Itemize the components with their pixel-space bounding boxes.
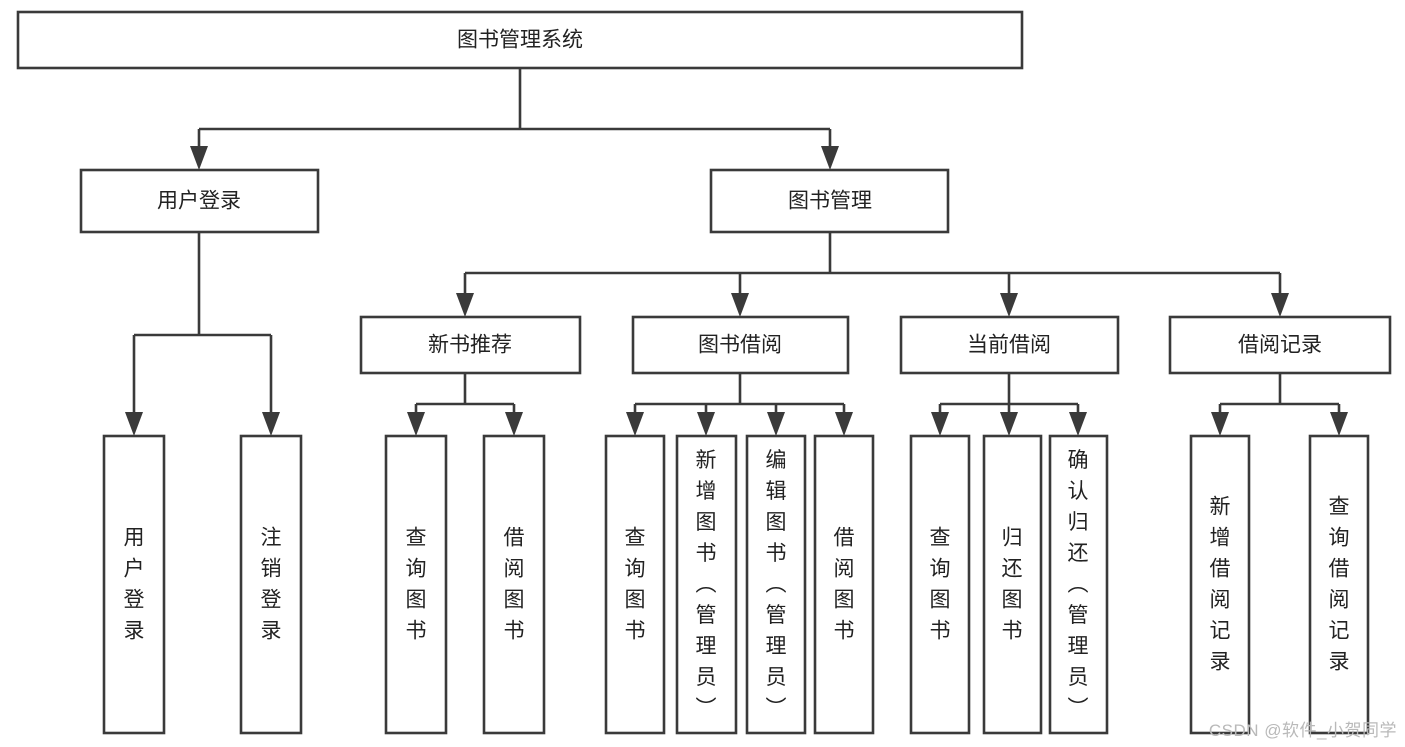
node-current-borrow-box[interactable] <box>899 315 1120 375</box>
node-borrow-record-box[interactable] <box>1168 315 1392 375</box>
node-leaf-query-record[interactable]: 查询借阅记录 <box>1308 434 1370 735</box>
arrow-head-leaf-add-book <box>697 412 715 436</box>
node-leaf-query-book-2-box[interactable] <box>604 434 666 735</box>
node-leaf-borrow-book-2[interactable]: 借阅图书 <box>813 434 875 735</box>
node-leaf-query-book-2-label: 查询图书 <box>625 526 646 642</box>
node-leaf-query-book-3-label: 查询图书 <box>930 526 951 642</box>
node-book-borrow-label: 图书借阅 <box>698 334 782 357</box>
node-leaf-add-book[interactable]: 新增图书︵管理员︶ <box>675 434 738 735</box>
connector-user-login-bus <box>132 232 273 412</box>
arrow-head-leaf-query-record <box>1330 412 1348 436</box>
connector-book-manage-bus <box>463 232 1282 293</box>
node-root[interactable]: 图书管理系统 <box>16 10 1024 70</box>
node-book-borrow-box[interactable] <box>631 315 850 375</box>
node-borrow-record[interactable]: 借阅记录 <box>1168 315 1392 375</box>
node-leaf-edit-book-label: 编辑图书︵管理员︶ <box>766 449 787 720</box>
arrow-head-leaf-borrow-book-1 <box>505 412 523 436</box>
node-leaf-borrow-book-1-box[interactable] <box>482 434 546 735</box>
connector-book-borrow-bus <box>633 373 846 412</box>
node-root-box[interactable] <box>16 10 1024 70</box>
node-new-book-recommend[interactable]: 新书推荐 <box>359 315 582 375</box>
arrow-head-leaf-user-login <box>125 412 143 436</box>
arrow-head-user-login <box>190 146 208 170</box>
node-root-label: 图书管理系统 <box>457 29 583 52</box>
node-leaf-edit-book-box[interactable] <box>745 434 807 735</box>
node-leaf-add-book-label: 新增图书︵管理员︶ <box>696 449 717 720</box>
connector-root-to-level2-bus <box>197 68 832 146</box>
node-leaf-query-book-1-label: 查询图书 <box>406 526 427 642</box>
arrow-head-leaf-edit-book <box>767 412 785 436</box>
arrow-head-leaf-confirm-return <box>1069 412 1087 436</box>
node-leaf-return-book[interactable]: 归还图书 <box>982 434 1043 735</box>
node-leaf-return-book-label: 归还图书 <box>1002 526 1023 642</box>
node-leaf-return-book-box[interactable] <box>982 434 1043 735</box>
node-leaf-confirm-return-box[interactable] <box>1048 434 1109 735</box>
node-leaf-user-login-box[interactable] <box>102 434 166 735</box>
arrow-head-leaf-query-book-2 <box>626 412 644 436</box>
node-leaf-user-logout-label: 注销登录 <box>261 526 282 642</box>
connector-current-borrow-bus <box>938 373 1080 412</box>
node-book-manage-label: 图书管理 <box>788 190 872 213</box>
connector-borrow-record-bus <box>1218 373 1341 412</box>
node-leaf-user-login[interactable]: 用户登录 <box>102 434 166 735</box>
node-book-manage[interactable]: 图书管理 <box>709 168 950 234</box>
node-leaf-add-record-box[interactable] <box>1189 434 1251 735</box>
node-new-book-recommend-box[interactable] <box>359 315 582 375</box>
node-user-login-label: 用户登录 <box>157 190 241 213</box>
node-leaf-borrow-book-1-label: 借阅图书 <box>504 526 525 642</box>
node-book-manage-box[interactable] <box>709 168 950 234</box>
node-new-book-recommend-label: 新书推荐 <box>428 334 512 357</box>
node-book-borrow[interactable]: 图书借阅 <box>631 315 850 375</box>
node-user-login[interactable]: 用户登录 <box>79 168 320 234</box>
arrow-head-borrow-record <box>1271 293 1289 317</box>
connector-new-book-recommend-bus <box>414 373 516 412</box>
node-leaf-user-login-label: 用户登录 <box>124 526 145 642</box>
node-leaf-add-book-box[interactable] <box>675 434 738 735</box>
node-leaf-user-logout-box[interactable] <box>239 434 303 735</box>
arrow-head-leaf-query-book-1 <box>407 412 425 436</box>
node-leaf-add-record-label: 新增借阅记录 <box>1210 495 1231 673</box>
node-borrow-record-label: 借阅记录 <box>1238 334 1322 357</box>
node-leaf-query-book-1-box[interactable] <box>384 434 448 735</box>
node-leaf-add-record[interactable]: 新增借阅记录 <box>1189 434 1251 735</box>
arrow-head-leaf-return-book <box>1000 412 1018 436</box>
node-leaf-confirm-return[interactable]: 确认归还︵管理员︶ <box>1048 434 1109 735</box>
node-leaf-query-book-3[interactable]: 查询图书 <box>909 434 971 735</box>
node-current-borrow[interactable]: 当前借阅 <box>899 315 1120 375</box>
node-leaf-borrow-book-1[interactable]: 借阅图书 <box>482 434 546 735</box>
node-leaf-query-record-box[interactable] <box>1308 434 1370 735</box>
arrow-head-leaf-query-book-3 <box>931 412 949 436</box>
node-user-login-box[interactable] <box>79 168 320 234</box>
node-current-borrow-label: 当前借阅 <box>967 334 1051 357</box>
node-leaf-confirm-return-label: 确认归还︵管理员︶ <box>1068 449 1089 720</box>
arrow-head-new-book-recommend <box>456 293 474 317</box>
node-leaf-borrow-book-2-box[interactable] <box>813 434 875 735</box>
node-leaf-query-book-2[interactable]: 查询图书 <box>604 434 666 735</box>
arrow-head-leaf-user-logout <box>262 412 280 436</box>
node-leaf-borrow-book-2-label: 借阅图书 <box>834 526 855 642</box>
arrow-head-book-borrow <box>731 293 749 317</box>
node-leaf-edit-book[interactable]: 编辑图书︵管理员︶ <box>745 434 807 735</box>
node-leaf-query-record-label: 查询借阅记录 <box>1329 495 1350 673</box>
node-leaf-query-book-3-box[interactable] <box>909 434 971 735</box>
node-leaf-user-logout[interactable]: 注销登录 <box>239 434 303 735</box>
arrow-head-leaf-add-record <box>1211 412 1229 436</box>
arrow-head-book-manage <box>821 146 839 170</box>
connector-layer <box>125 68 1348 436</box>
arrow-head-leaf-borrow-book-2 <box>835 412 853 436</box>
node-leaf-query-book-1[interactable]: 查询图书 <box>384 434 448 735</box>
arrow-head-current-borrow <box>1000 293 1018 317</box>
